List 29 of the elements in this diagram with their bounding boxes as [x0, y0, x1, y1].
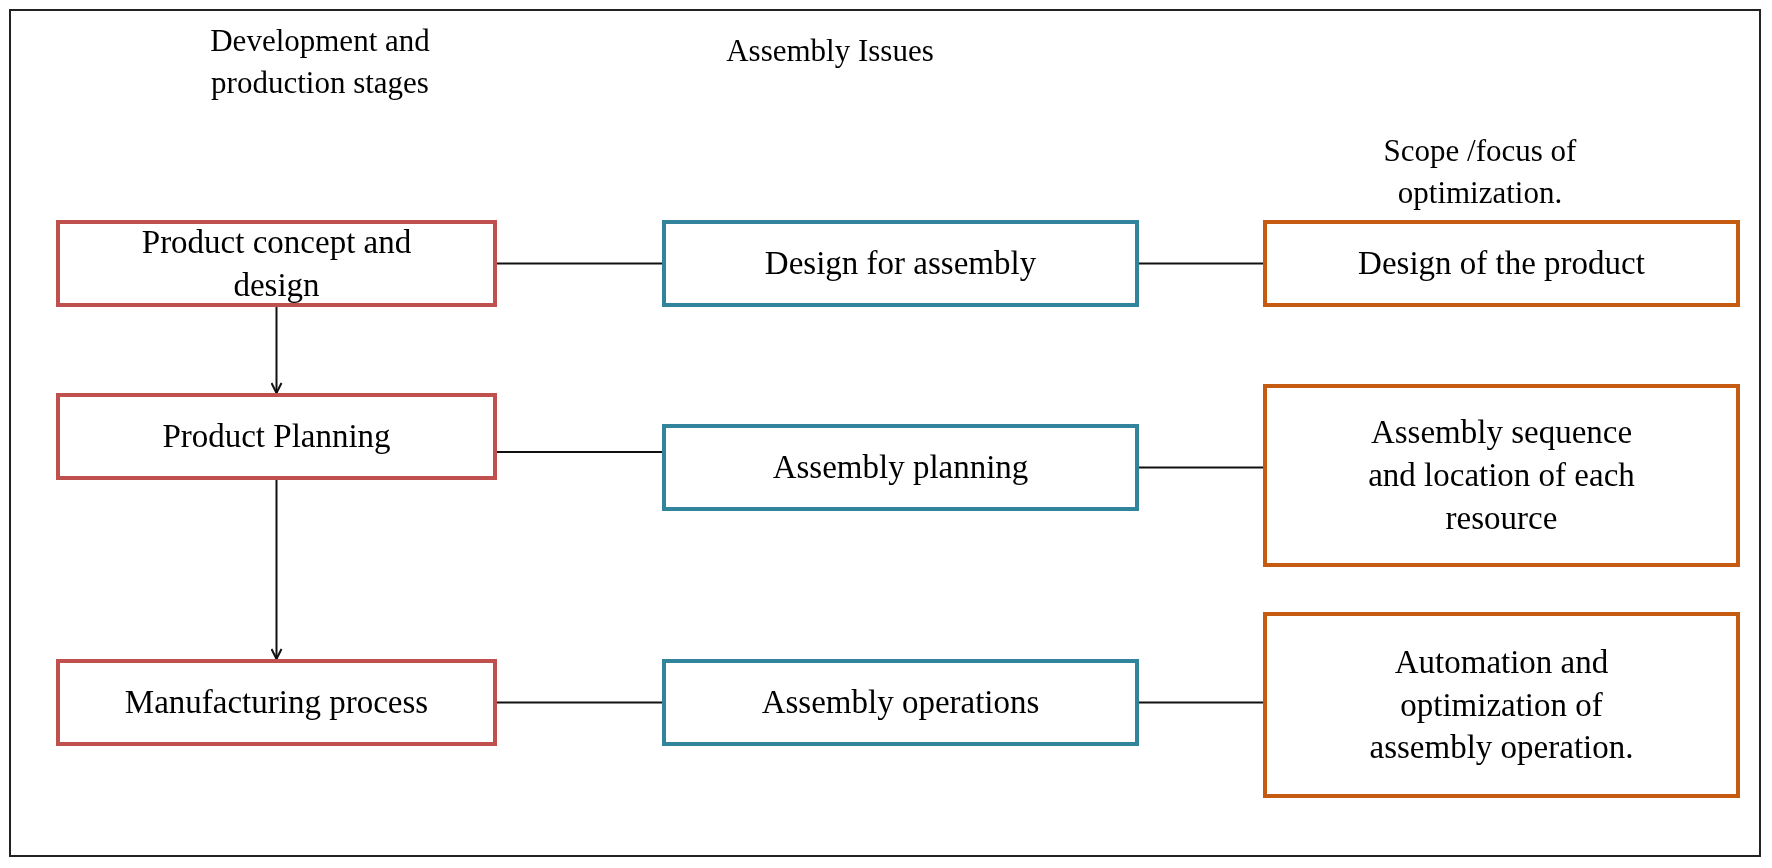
- box-label: Assembly operations: [761, 683, 1040, 723]
- box-label: Automation and optimization of assembly operation.: [1368, 642, 1635, 768]
- process-box: [1263, 612, 1740, 798]
- process-box: [1263, 220, 1740, 307]
- process-box: [56, 393, 497, 480]
- connector-line: [1138, 701, 1264, 704]
- process-box: [662, 424, 1139, 511]
- box-label: Assembly sequence and location of each resource: [1367, 413, 1636, 538]
- box-label: Design of the product: [1358, 244, 1645, 284]
- connector-line: [496, 262, 663, 265]
- process-box: [662, 220, 1139, 307]
- connector-line: [1138, 466, 1264, 469]
- column-heading: Development and production stages: [209, 22, 431, 102]
- process-box: [56, 659, 497, 746]
- connector-line: [1138, 262, 1264, 265]
- arrow: [270, 306, 283, 394]
- column-heading: Scope /focus of optimization.: [1382, 132, 1578, 212]
- process-box: [662, 659, 1139, 746]
- box-label: Design for assembly: [764, 244, 1037, 284]
- box-label: Product concept and design: [140, 222, 413, 305]
- arrow: [270, 479, 283, 660]
- connector-line: [496, 451, 663, 453]
- connector-line: [496, 701, 663, 704]
- process-box: [1263, 384, 1740, 567]
- column-heading: Assembly Issues: [725, 32, 935, 70]
- box-label: Product Planning: [162, 417, 391, 457]
- box-label: Manufacturing process: [124, 683, 429, 723]
- box-label: Assembly planning: [772, 448, 1029, 488]
- process-box: [56, 220, 497, 307]
